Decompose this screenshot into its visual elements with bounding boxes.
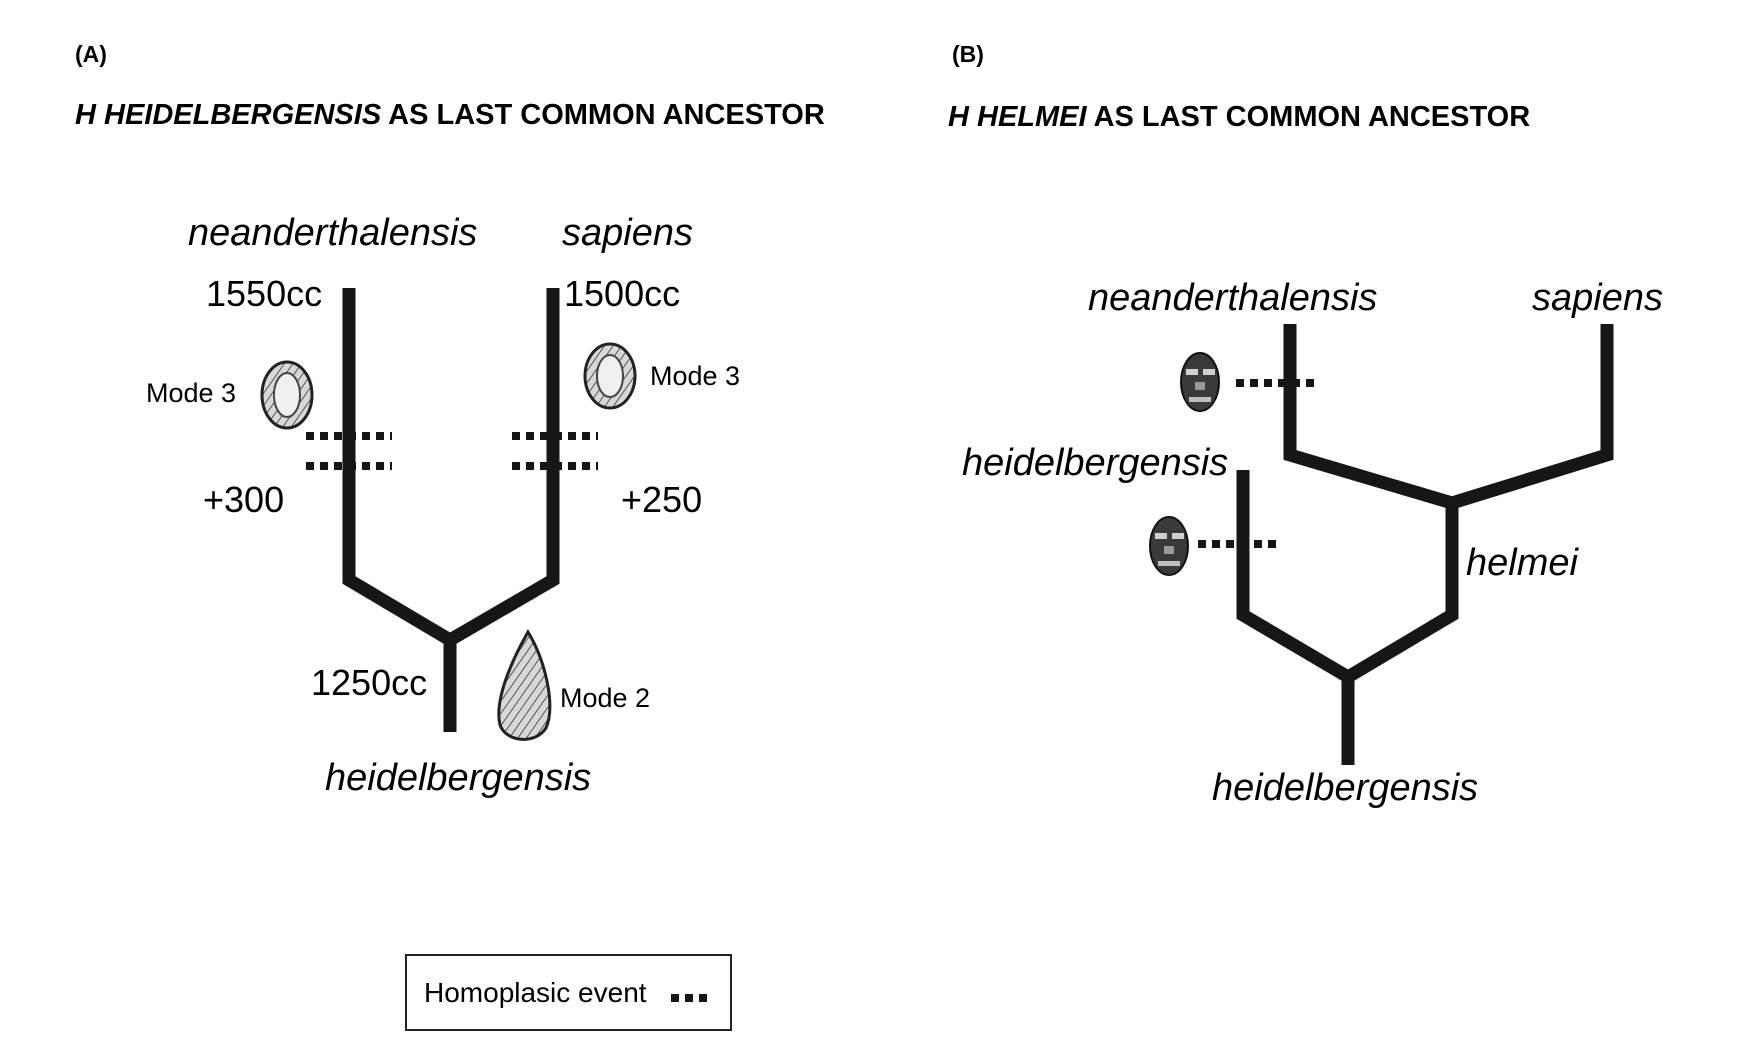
skull-icon	[1180, 352, 1220, 412]
panel-a-mode-right: Mode 3	[650, 361, 740, 391]
panel-a-increase-left: +300	[203, 479, 284, 520]
panel-b-taxon-sapiens: sapiens	[1532, 277, 1663, 319]
panel-a-cc-heidelbergensis: 1250cc	[311, 662, 427, 703]
panel-a-cc-neanderthalensis: 1550cc	[206, 273, 322, 314]
panel-b-lower-branches	[1236, 470, 1459, 685]
panel-b-taxon-heidelbergensis-branch: heidelbergensis	[962, 442, 1228, 484]
panel-b-heading: H HELMEI AS LAST COMMON ANCESTOR	[948, 101, 1530, 133]
panel-a-mode-root: Mode 2	[560, 683, 650, 713]
panel-a-taxon-sapiens: sapiens	[562, 212, 693, 254]
handaxe-icon	[497, 629, 552, 741]
panel-a-homoplasy-left	[306, 432, 392, 470]
legend-box	[405, 954, 732, 1031]
panel-b-taxon-neanderthalensis: neanderthalensis	[1088, 277, 1377, 319]
panel-a-taxon-neanderthalensis: neanderthalensis	[188, 212, 477, 254]
skull-icon	[1149, 516, 1189, 576]
flake-tool-icon	[583, 342, 637, 410]
panel-b-upper-branches	[1283, 324, 1614, 510]
panel-a-heading-rest: AS LAST COMMON ANCESTOR	[381, 99, 825, 131]
legend-label: Homoplasic event	[424, 977, 647, 1008]
panel-a-taxon-heidelbergensis: heidelbergensis	[325, 757, 591, 799]
panel-a-heading-species: H HEIDELBERGENSIS	[75, 99, 382, 131]
flake-tool-icon	[260, 360, 314, 430]
panel-a-tag: (A)	[75, 41, 107, 67]
panel-a-homoplasy-right	[512, 432, 598, 470]
panel-a-increase-right: +250	[621, 479, 702, 520]
panel-b-taxon-helmei: helmei	[1466, 542, 1579, 584]
panel-a-mode-left: Mode 3	[146, 378, 236, 408]
panel-a-cc-sapiens: 1500cc	[564, 273, 680, 314]
legend: Homoplasic event	[405, 954, 732, 1031]
panel-b-tag: (B)	[952, 41, 984, 67]
panel-b-taxon-heidelbergensis-root: heidelbergensis	[1212, 767, 1478, 809]
panel-a-heading: H HEIDELBERGENSIS AS LAST COMMON ANCESTO…	[75, 99, 825, 131]
panel-b-heading-species: H HELMEI	[948, 101, 1088, 133]
panel-b-heading-rest: AS LAST COMMON ANCESTOR	[1087, 101, 1531, 133]
